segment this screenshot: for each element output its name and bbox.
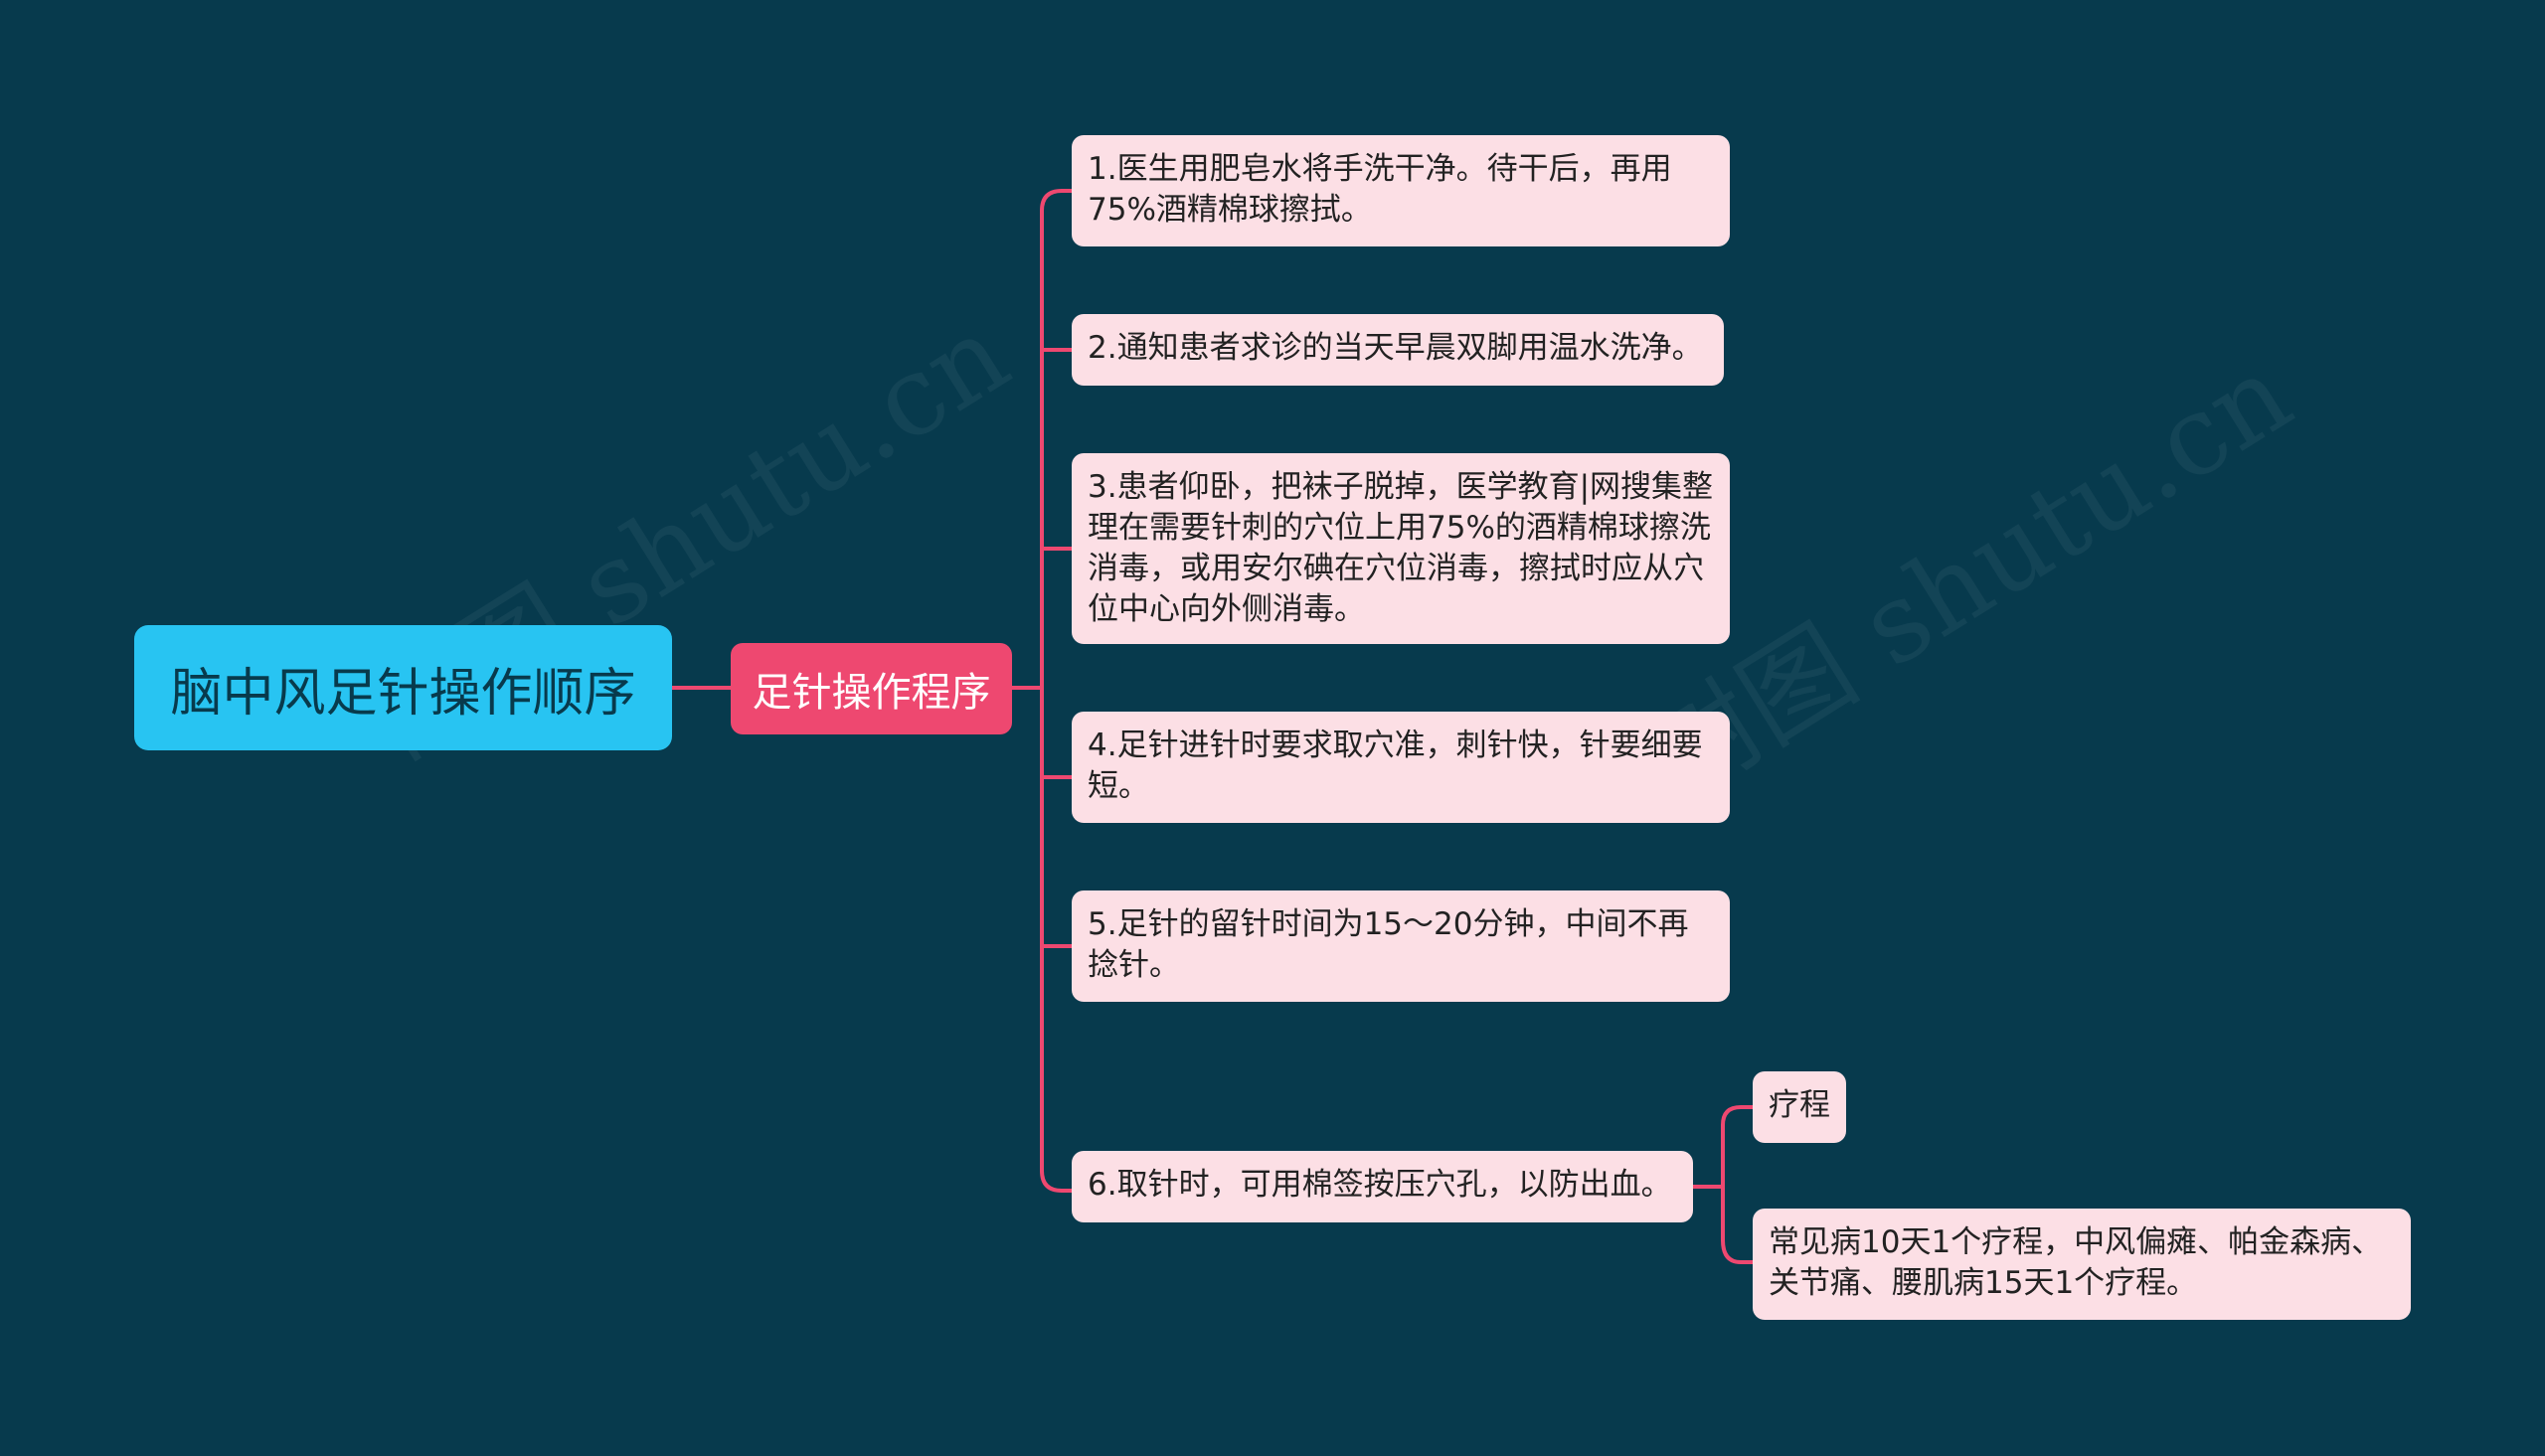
connector-step-6 (1040, 1169, 1074, 1193)
step-4-node[interactable]: 4.足针进针时要求取穴准，刺针快，针要细要短。 (1072, 712, 1730, 823)
connector-sub-label (1721, 1105, 1755, 1127)
course-label-node[interactable]: 疗程 (1753, 1071, 1846, 1143)
connector-sub-detail (1721, 1238, 1755, 1264)
step-3-node[interactable]: 3.患者仰卧，把袜子脱掉，医学教育|网搜集整理在需要针刺的穴位上用75%的酒精棉… (1072, 453, 1730, 644)
step-5-node[interactable]: 5.足针的留针时间为15～20分钟，中间不再捻针。 (1072, 890, 1730, 1002)
root-topic[interactable]: 脑中风足针操作顺序 (134, 625, 672, 750)
main-topic[interactable]: 足针操作程序 (731, 643, 1012, 734)
step-6-node[interactable]: 6.取针时，可用棉签按压穴孔，以防出血。 (1072, 1151, 1693, 1222)
step-1-node[interactable]: 1.医生用肥皂水将手洗干净。待干后，再用75%酒精棉球擦拭。 (1072, 135, 1730, 246)
connector-step-1 (1040, 189, 1074, 213)
step-2-node[interactable]: 2.通知患者求诊的当天早晨双脚用温水洗净。 (1072, 314, 1724, 386)
course-detail-node[interactable]: 常见病10天1个疗程，中风偏瘫、帕金森病、关节痛、腰肌病15天1个疗程。 (1753, 1209, 2411, 1320)
